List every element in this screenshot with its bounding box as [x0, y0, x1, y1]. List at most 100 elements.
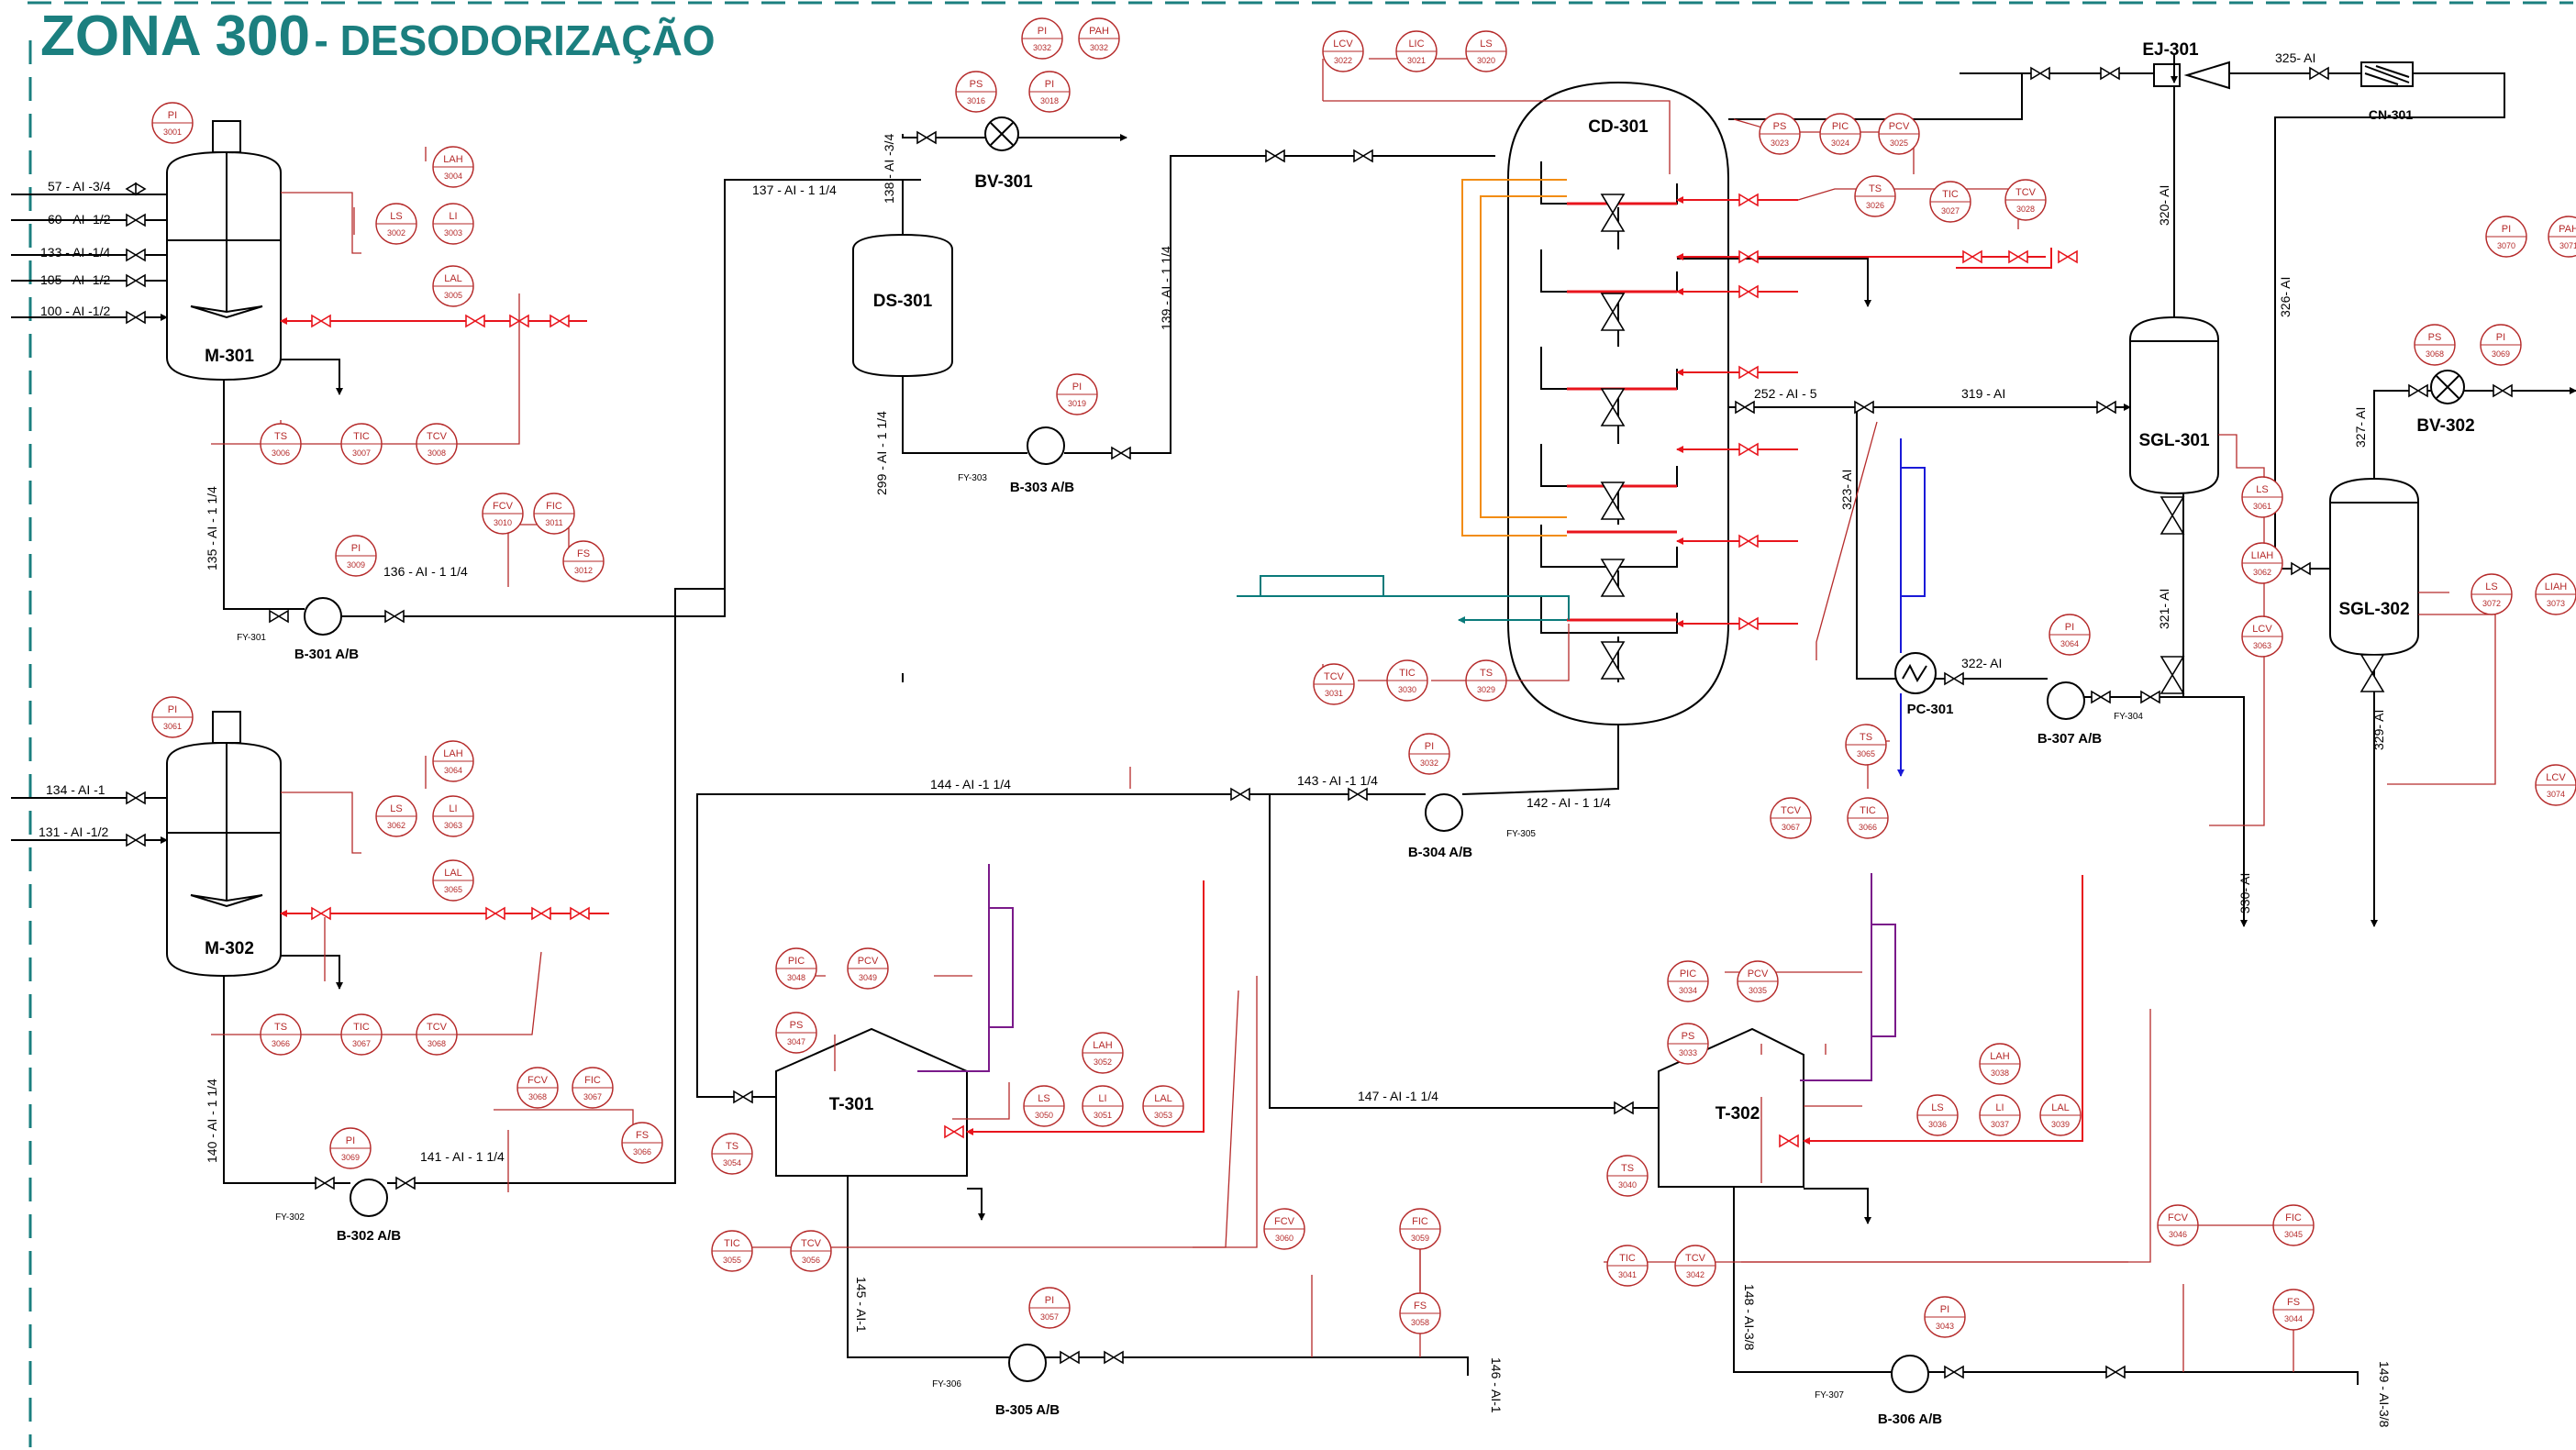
zone-border: [28, 1, 2573, 1447]
instrument-number: 3070: [2497, 241, 2515, 250]
instrument-number: 3022: [1334, 56, 1352, 65]
instrument-tag: PS: [2428, 332, 2442, 343]
instrument-tcv-3042: TCV 3042: [1674, 1245, 1716, 1287]
instrument-number: 3010: [494, 518, 512, 527]
valves: [125, 66, 2513, 1379]
zone-title-subtitle: - DESODORIZAÇÃO: [314, 17, 716, 64]
purge-lines: [917, 864, 1896, 1081]
line-137: 137 - AI - 1 1/4: [752, 183, 837, 197]
line-143: 143 - AI -1 1/4: [1297, 773, 1378, 788]
fy-303: FY-303: [958, 473, 987, 483]
line-321: 321- AI: [2157, 589, 2171, 629]
instrument-bubbles: PI3001LAH3004LS3002LI3003LAL3005TS3006TI…: [151, 17, 2576, 1338]
instrument-number: 3046: [2169, 1230, 2187, 1239]
instrument-number: 3074: [2547, 790, 2565, 799]
process-lines: [11, 55, 2576, 1385]
label-bv302: BV-302: [2416, 416, 2474, 436]
steam-valves: [311, 193, 2078, 1148]
instrument-number: 3006: [272, 448, 290, 458]
label-b302: B-302 A/B: [337, 1228, 401, 1244]
line-327: 327- AI: [2353, 407, 2368, 448]
equipment-labels: M-301 M-302 DS-301 BV-301 B-303 A/B CD-3…: [205, 40, 2475, 1427]
instrument-tag: LS: [1931, 1102, 1943, 1113]
instrument-number: 3042: [1686, 1270, 1704, 1279]
instrument-number: 3018: [1040, 96, 1059, 105]
cooling-water-lines: [1237, 575, 1570, 624]
instrument-tag: TS: [274, 431, 287, 442]
label-m301: M-301: [205, 347, 254, 366]
instrument-number: 3063: [2253, 641, 2271, 650]
instrument-tic-3030: TIC 3030: [1386, 659, 1428, 702]
zone-title-main: ZONA 300: [40, 5, 311, 68]
instrument-tag: FS: [636, 1130, 649, 1141]
instrument-number: 3038: [1991, 1068, 2009, 1078]
instrument-tag: TCV: [427, 1022, 448, 1033]
instrument-tag: TIC: [1399, 668, 1416, 679]
label-b306: B-306 A/B: [1878, 1411, 1942, 1427]
instrument-tag: TS: [1869, 183, 1882, 194]
instrument-tag: PI: [1940, 1304, 1949, 1315]
instrument-number: 3056: [802, 1256, 820, 1265]
instrument-tag: FIC: [1412, 1216, 1428, 1227]
instrument-tag: TCV: [1685, 1253, 1706, 1264]
instrument-tag: TIC: [353, 1022, 370, 1033]
line-149: 149 - AI-3/8: [2377, 1361, 2392, 1428]
instrument-tag: PI: [168, 110, 177, 121]
instrument-number: 3024: [1831, 138, 1849, 148]
instrument-tag: TS: [1860, 732, 1872, 743]
line-148: 148 - AI-3/8: [1742, 1284, 1757, 1351]
instrument-number: 3032: [1420, 758, 1438, 768]
instrument-number: 3061: [163, 722, 182, 731]
instrument-number: 3036: [1928, 1120, 1947, 1129]
instrument-number: 3068: [528, 1092, 547, 1101]
instrument-tag: LCV: [2252, 624, 2272, 635]
instrument-number: 3030: [1398, 685, 1416, 694]
label-b305: B-305 A/B: [995, 1402, 1060, 1418]
instrument-tag: PAH: [1089, 26, 1109, 37]
instrument-tag: TS: [274, 1022, 287, 1033]
label-sgl302: SGL-302: [2338, 600, 2409, 619]
instrument-number: 3072: [2482, 599, 2501, 608]
label-t302: T-302: [1715, 1104, 1760, 1123]
line-146: 146 - AI-1: [1489, 1357, 1504, 1413]
instrument-tag: PI: [1045, 1295, 1054, 1306]
instrument-tag: TIC: [724, 1238, 740, 1249]
instrument-number: 3034: [1679, 986, 1697, 995]
instrument-tag: LAL: [444, 273, 462, 284]
fy-307: FY-307: [1815, 1390, 1844, 1400]
instrument-tag: LIC: [1408, 39, 1424, 50]
instrument-number: 3027: [1941, 206, 1960, 216]
instrument-tag: FIC: [546, 501, 562, 512]
line-100: 100 - AI -1/2: [40, 304, 110, 318]
instrument-tag: TCV: [1781, 805, 1802, 816]
instrument-number: 3050: [1035, 1111, 1053, 1120]
label-sgl301: SGL-301: [2138, 431, 2210, 450]
line-325: 325- AI: [2275, 50, 2315, 65]
instrument-number: 3047: [787, 1037, 805, 1046]
